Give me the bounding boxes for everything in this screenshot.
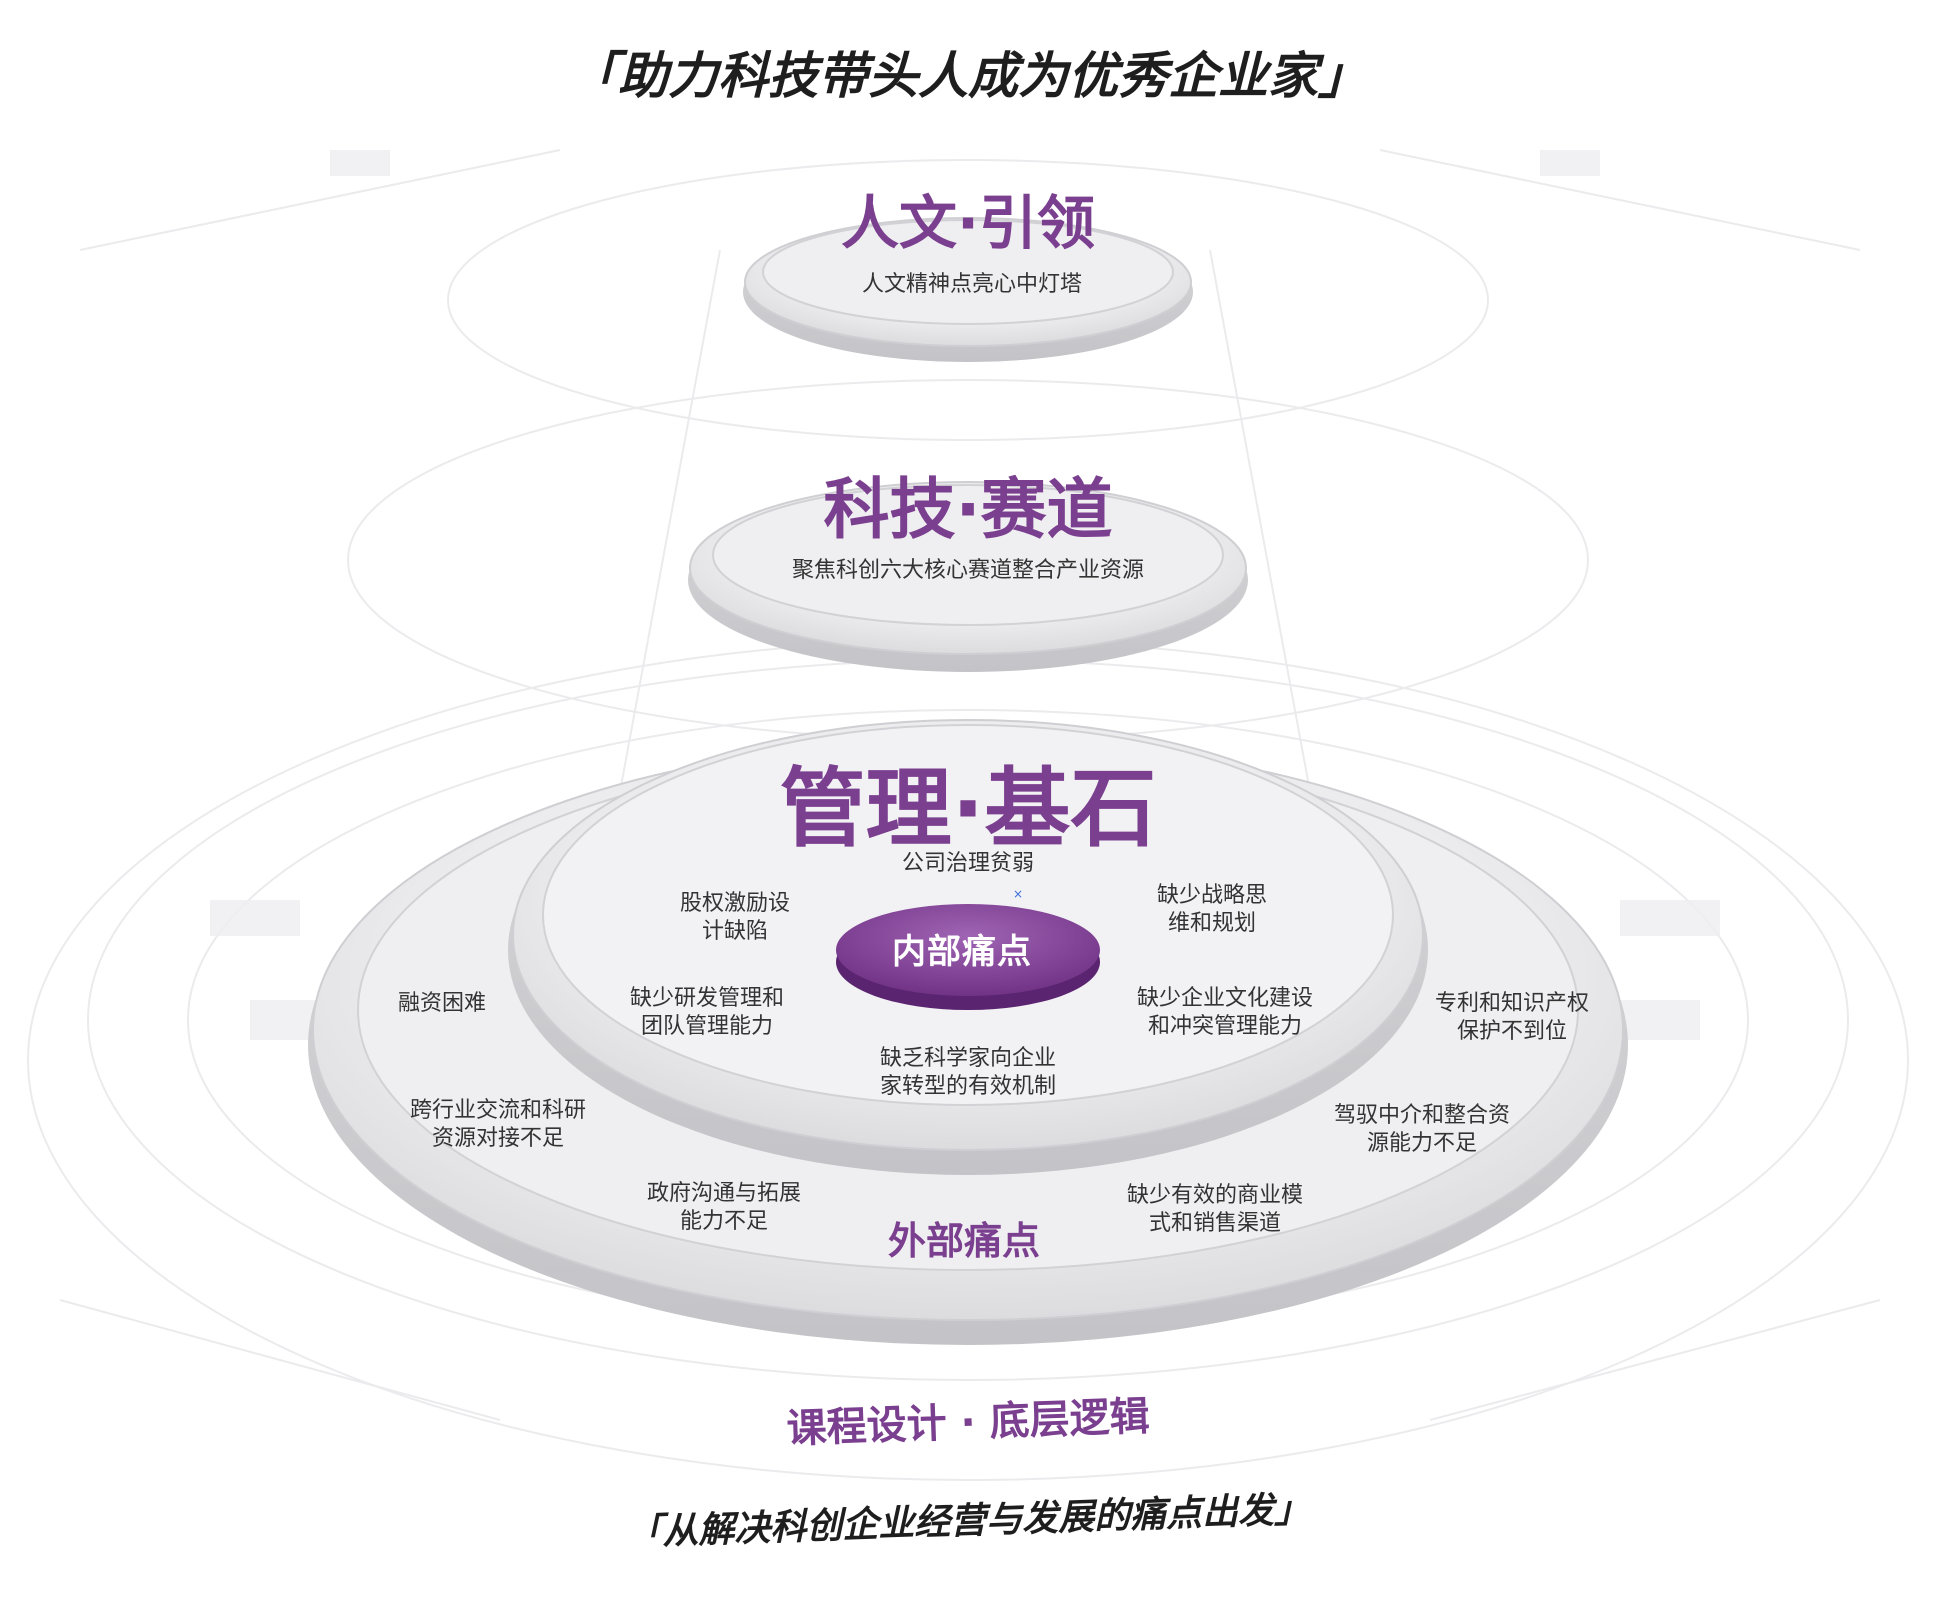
tier-title-management: 管理·基石	[779, 759, 1157, 859]
pain-intermediary: 驾驭中介和整合资 源能力不足	[1333, 1103, 1511, 1156]
pain-patent: 专利和知识产权 保护不到位	[1434, 991, 1590, 1044]
middle-disc	[688, 481, 1248, 672]
pain-rnd-management: 缺少研发管理和 团队管理能力	[629, 986, 785, 1039]
external-pain-label: 外部痛点	[887, 1219, 1041, 1263]
pain-culture: 缺少企业文化建设 和冲突管理能力	[1136, 986, 1314, 1039]
pain-financing: 融资困难	[397, 991, 487, 1016]
pain-scientist-transform: 缺乏科学家向企业 家转型的有效机制	[879, 1046, 1057, 1099]
pain-cross-industry: 跨行业交流和科研 资源对接不足	[409, 1098, 587, 1151]
pain-government: 政府沟通与拓展 能力不足	[646, 1181, 802, 1234]
tier-title-technology: 科技·赛道	[823, 471, 1113, 548]
pain-equity-incentive: 股权激励设 计缺陷	[679, 891, 791, 944]
close-icon: ×	[1013, 887, 1023, 901]
tier-subtitle-technology: 聚焦科创六大核心赛道整合产业资源	[791, 558, 1145, 583]
background-blocks	[210, 150, 1720, 1040]
pain-strategy: 缺少战略思 维和规划	[1156, 883, 1268, 936]
top-disc	[743, 217, 1193, 362]
pain-governance: 公司治理贫弱	[901, 851, 1035, 876]
tier-title-humanities: 人文·引领	[840, 189, 1096, 257]
internal-pain-label: 内部痛点	[892, 932, 1032, 972]
tier-subtitle-humanities: 人文精神点亮心中灯塔	[861, 272, 1083, 297]
internal-pain-pill	[836, 904, 1100, 1010]
pain-business-model: 缺少有效的商业模 式和销售渠道	[1126, 1183, 1304, 1236]
header-quote: 「助力科技带头人成为优秀企业家」	[568, 46, 1368, 105]
